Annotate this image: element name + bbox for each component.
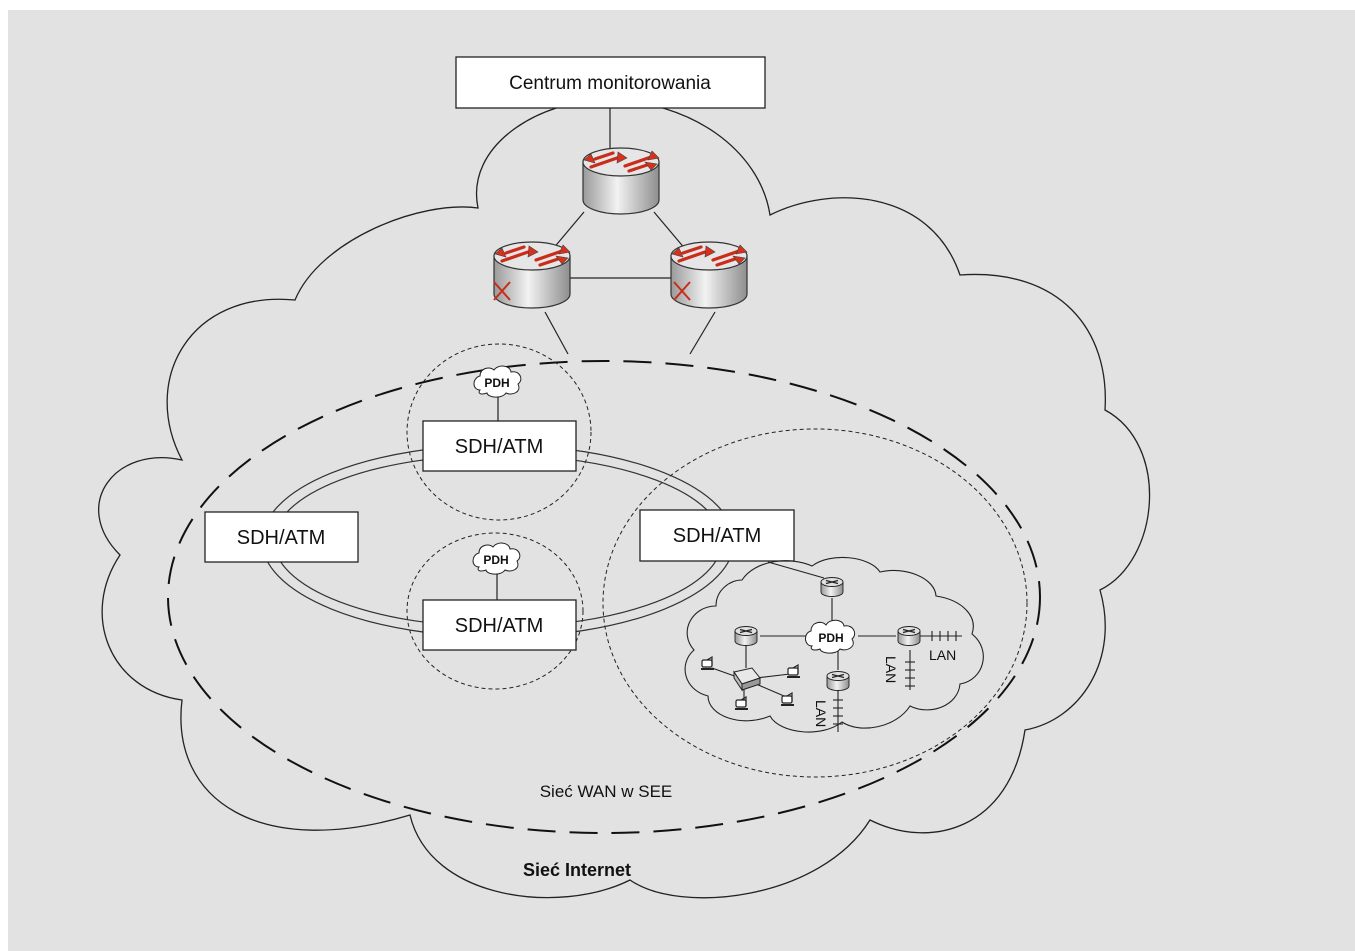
core-router-top [581,146,661,216]
lan-label-right: LAN [929,647,956,663]
sdh-atm-left-box [204,511,359,563]
local-router-right [897,625,921,647]
pdh-cloud-top: PDH [473,365,522,421]
wan-label: Sieć WAN w SEE [540,782,673,801]
pdh-bottom-label: PDH [483,553,508,567]
internet-cloud [98,99,1151,899]
top-node-region [406,343,592,521]
pdh-cloud-local: PDH [805,619,856,654]
sdh-atm-bottom-box [422,599,577,651]
core-router-right [669,240,749,310]
bottom-node-region [406,532,584,690]
wan-boundary [167,360,1041,834]
local-region [602,428,1028,778]
lan-label-left: LAN [813,700,829,727]
sdh-atm-right-box [639,509,795,562]
core-router-left [492,240,572,310]
pdh-local-label: PDH [818,631,843,645]
router-links [544,211,716,355]
sdh-atm-left-label: SDH/ATM [237,527,326,549]
pdh-top-label: PDH [484,376,509,390]
local-network-cloud [684,556,984,733]
switch-icon [733,667,761,692]
local-router-left [734,625,758,647]
pdh-cloud-bottom: PDH [472,542,521,600]
sdh-atm-right-label: SDH/ATM [673,525,762,547]
lan-bus-ticks [833,631,957,725]
lan-label-middle: LAN [883,656,899,683]
local-router-top [820,576,844,598]
router-crossarrow-right [673,281,691,301]
router-crossarrow-left [493,281,511,301]
local-router-bottom [826,670,850,692]
sdh-atm-bottom-label: SDH/ATM [455,615,544,637]
monitoring-center-box [455,56,766,109]
internet-label: Sieć Internet [523,860,631,880]
sdh-atm-top-label: SDH/ATM [455,436,544,458]
sdh-atm-top-box [422,420,577,472]
monitoring-center-label: Centrum monitorowania [509,73,711,94]
